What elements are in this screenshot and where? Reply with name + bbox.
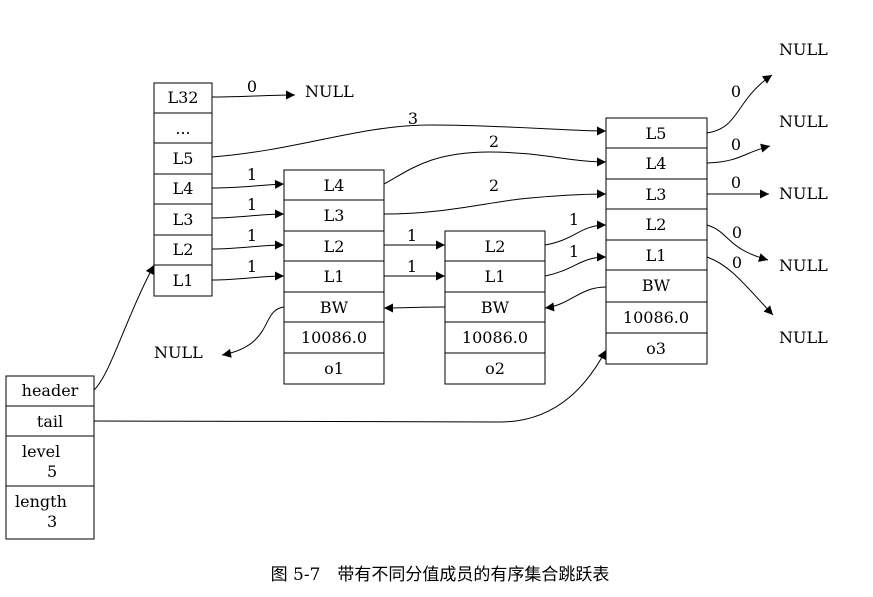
arrow-o2-backward-o1 bbox=[383, 303, 446, 313]
header-level-L4: L4 bbox=[173, 179, 194, 198]
null-header-L32: NULL bbox=[305, 82, 354, 101]
span-o3-L3: 0 bbox=[731, 173, 741, 192]
header-node: L32 ... L5 L4 L3 L2 L1 bbox=[153, 82, 213, 297]
arrow-o3-L2-null bbox=[706, 224, 769, 262]
null-o1-backward: NULL bbox=[154, 343, 203, 362]
span-o3-L5: 0 bbox=[731, 82, 741, 101]
o3-level-L5: L5 bbox=[646, 124, 667, 143]
null-o3-L4: NULL bbox=[779, 112, 828, 131]
field-level: level bbox=[22, 442, 60, 461]
header-level-L5: L5 bbox=[173, 149, 194, 168]
o1-level-L2: L2 bbox=[324, 237, 345, 256]
arrow-header-L4-o1 bbox=[211, 179, 285, 189]
span-labels: 0 3 1 1 1 1 2 2 1 1 1 1 0 0 0 0 0 bbox=[247, 77, 742, 276]
span-header-L4: 1 bbox=[247, 165, 257, 184]
pointer-arrows bbox=[93, 74, 774, 423]
o2-level-L1: L1 bbox=[485, 267, 506, 286]
arrow-header-L2-o1 bbox=[211, 240, 285, 250]
arrow-header-L1-o1 bbox=[211, 271, 285, 281]
figure-caption: 图 5-7 带有不同分值成员的有序集合跳跃表 bbox=[271, 565, 610, 585]
o1-obj: o1 bbox=[324, 359, 344, 378]
span-header-L3: 1 bbox=[247, 195, 257, 214]
span-o3-L2: 0 bbox=[732, 223, 742, 242]
null-o3-L2: NULL bbox=[779, 256, 828, 275]
o3-level-L1: L1 bbox=[646, 246, 667, 265]
arrow-o1-backward-null bbox=[221, 306, 285, 358]
arrow-o1-L3-o3 bbox=[383, 189, 607, 215]
field-header: header bbox=[22, 381, 79, 400]
arrow-o3-L1-null bbox=[706, 256, 774, 316]
arrow-o2-L1-o3 bbox=[544, 252, 607, 277]
arrow-o3-backward-o2 bbox=[544, 286, 607, 312]
arrow-o2-L2-o3 bbox=[544, 220, 607, 246]
zskiplist-struct: header tail level 5 length 3 bbox=[5, 375, 95, 540]
span-o3-L4: 0 bbox=[731, 135, 741, 154]
header-level-L32: L32 bbox=[168, 88, 199, 107]
arrow-header-L5-o3 bbox=[211, 124, 607, 158]
field-length-value: 3 bbox=[47, 512, 57, 531]
span-o1-L4: 2 bbox=[489, 132, 499, 151]
field-level-value: 5 bbox=[47, 462, 57, 481]
header-level-L2: L2 bbox=[173, 240, 194, 259]
o1-level-L1: L1 bbox=[324, 267, 345, 286]
arrow-tail-to-o3 bbox=[93, 349, 607, 423]
span-o1-L2: 1 bbox=[407, 226, 417, 245]
arrow-header-L3-o1 bbox=[211, 209, 285, 219]
arrow-header-to-header-node bbox=[93, 264, 155, 391]
span-o1-L1: 1 bbox=[407, 257, 417, 276]
o3-level-L3: L3 bbox=[646, 185, 667, 204]
span-header-L1: 1 bbox=[247, 257, 257, 276]
o1-backward: BW bbox=[320, 298, 349, 317]
header-level-L1: L1 bbox=[173, 271, 194, 290]
o2-level-L2: L2 bbox=[485, 237, 506, 256]
span-header-L2: 1 bbox=[247, 226, 257, 245]
o1-score: 10086.0 bbox=[301, 328, 367, 347]
o1-level-L4: L4 bbox=[324, 176, 345, 195]
node-o3: L5 L4 L3 L2 L1 BW 10086.0 o3 bbox=[605, 117, 708, 365]
arrow-o3-L5-null bbox=[706, 74, 773, 134]
o3-level-L4: L4 bbox=[646, 154, 667, 173]
o3-obj: o3 bbox=[646, 339, 666, 358]
null-labels: NULL NULL NULL NULL NULL NULL NULL bbox=[154, 40, 828, 362]
o2-obj: o2 bbox=[485, 359, 505, 378]
span-header-L32: 0 bbox=[247, 77, 257, 96]
node-o1: L4 L3 L2 L1 BW 10086.0 o1 bbox=[283, 169, 385, 385]
span-o2-L1: 1 bbox=[569, 242, 579, 261]
o3-level-L2: L2 bbox=[646, 215, 667, 234]
o2-score: 10086.0 bbox=[462, 328, 528, 347]
o2-backward: BW bbox=[481, 298, 510, 317]
header-level-L3: L3 bbox=[173, 210, 194, 229]
span-o1-L3: 2 bbox=[489, 176, 499, 195]
span-o2-L2: 1 bbox=[569, 210, 579, 229]
null-o3-L3: NULL bbox=[779, 184, 828, 203]
arrow-o1-L4-o3 bbox=[383, 151, 607, 185]
null-o3-L1: NULL bbox=[779, 328, 828, 347]
header-level-ellipsis: ... bbox=[175, 119, 190, 138]
o3-backward: BW bbox=[642, 276, 671, 295]
field-tail: tail bbox=[37, 412, 63, 431]
arrow-o3-L4-null bbox=[706, 143, 771, 164]
o3-score: 10086.0 bbox=[623, 308, 689, 327]
span-o3-L1: 0 bbox=[732, 253, 742, 272]
node-o2: L2 L1 BW 10086.0 o2 bbox=[444, 230, 546, 385]
arrow-header-L32-null bbox=[211, 90, 296, 100]
null-o3-L5: NULL bbox=[779, 40, 828, 59]
field-length: length bbox=[15, 492, 67, 511]
o1-level-L3: L3 bbox=[324, 206, 345, 225]
span-header-L5: 3 bbox=[408, 109, 418, 128]
